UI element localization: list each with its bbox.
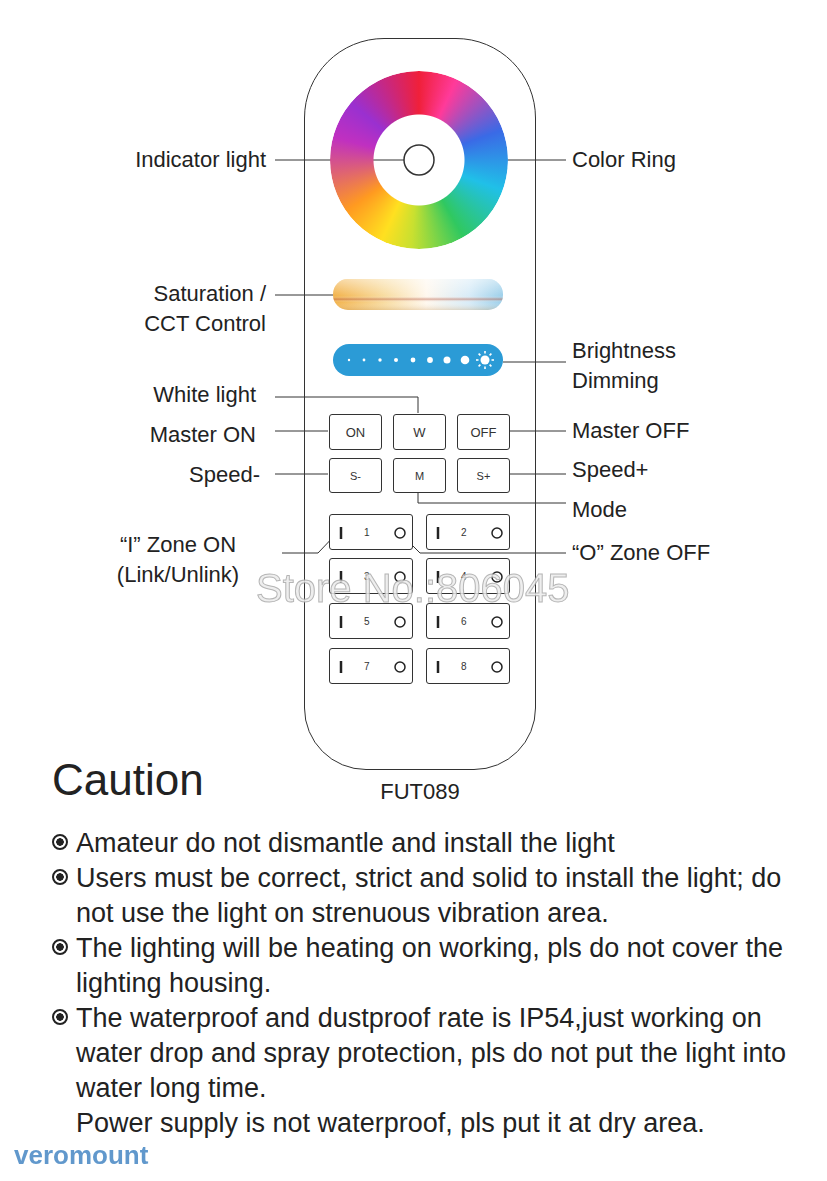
model-name: FUT089 bbox=[305, 779, 535, 805]
off-circle bbox=[492, 662, 502, 672]
callout-label: Saturation / CCT Control bbox=[120, 279, 266, 339]
callout-label: White light bbox=[76, 380, 256, 410]
button-label: W bbox=[413, 425, 425, 440]
on-bar bbox=[437, 616, 440, 628]
section-heading: Caution bbox=[52, 755, 204, 805]
zone-number: 8 bbox=[461, 661, 467, 672]
zone-icons bbox=[330, 649, 414, 685]
zone-number: 2 bbox=[461, 527, 467, 538]
brightness-bar bbox=[333, 344, 503, 376]
off-circle bbox=[395, 662, 405, 672]
color-ring bbox=[330, 71, 508, 249]
button-label: ON bbox=[346, 425, 366, 440]
off-circle bbox=[492, 617, 502, 627]
watermark-logo: veromount bbox=[14, 1140, 148, 1171]
remote-body: FUT089ONWOFFS-MS+12345678 bbox=[304, 38, 536, 770]
button-label: S- bbox=[350, 470, 361, 482]
callout-label: Color Ring bbox=[572, 145, 772, 175]
control-button: M bbox=[393, 458, 446, 493]
callout-label: Master ON bbox=[76, 420, 256, 450]
callout-label: Indicator light bbox=[86, 145, 266, 175]
callout-label: Brightness Dimming bbox=[572, 336, 697, 396]
zone-icons bbox=[427, 515, 511, 551]
on-bar bbox=[340, 616, 343, 628]
caution-item: The lighting will be heating on working,… bbox=[52, 931, 792, 1001]
zone-button: 1 bbox=[329, 514, 413, 550]
watermark: Store No.:806045 bbox=[256, 566, 570, 611]
off-circle bbox=[492, 528, 502, 538]
zone-button: 8 bbox=[426, 648, 510, 684]
caution-list: Amateur do not dismantle and install the… bbox=[52, 826, 792, 1141]
control-button: S- bbox=[329, 458, 382, 493]
zone-icons bbox=[427, 649, 511, 685]
callout-label: “I” Zone ON (Link/Unlink) bbox=[100, 530, 256, 590]
callout-label: Speed- bbox=[80, 460, 260, 490]
callout-label: Master OFF bbox=[572, 416, 772, 446]
zone-number: 1 bbox=[364, 527, 370, 538]
callout-label: Speed+ bbox=[572, 455, 772, 485]
callout-label: Mode bbox=[572, 495, 772, 525]
control-button: S+ bbox=[457, 458, 510, 493]
button-label: M bbox=[415, 470, 424, 482]
control-button: ON bbox=[329, 414, 382, 450]
callout-label: “O” Zone OFF bbox=[572, 538, 710, 568]
control-button: OFF bbox=[457, 414, 510, 450]
caution-item: Amateur do not dismantle and install the… bbox=[52, 826, 792, 861]
on-bar bbox=[437, 527, 440, 539]
off-circle bbox=[395, 528, 405, 538]
button-label: OFF bbox=[471, 425, 497, 440]
zone-number: 6 bbox=[461, 616, 467, 627]
caution-item: Power supply is not waterproof, pls put … bbox=[52, 1106, 792, 1141]
zone-button: 2 bbox=[426, 514, 510, 550]
on-bar bbox=[340, 661, 343, 673]
zone-icons bbox=[330, 515, 414, 551]
off-circle bbox=[395, 617, 405, 627]
button-label: S+ bbox=[477, 470, 491, 482]
saturation-bar bbox=[333, 279, 503, 310]
on-bar bbox=[340, 527, 343, 539]
zone-number: 5 bbox=[364, 616, 370, 627]
on-bar bbox=[437, 661, 440, 673]
control-button: W bbox=[393, 414, 446, 450]
caution-item: Users must be correct, strict and solid … bbox=[52, 861, 792, 931]
zone-number: 7 bbox=[364, 661, 370, 672]
caution-item: The waterproof and dustproof rate is IP5… bbox=[52, 1001, 792, 1106]
zone-button: 7 bbox=[329, 648, 413, 684]
